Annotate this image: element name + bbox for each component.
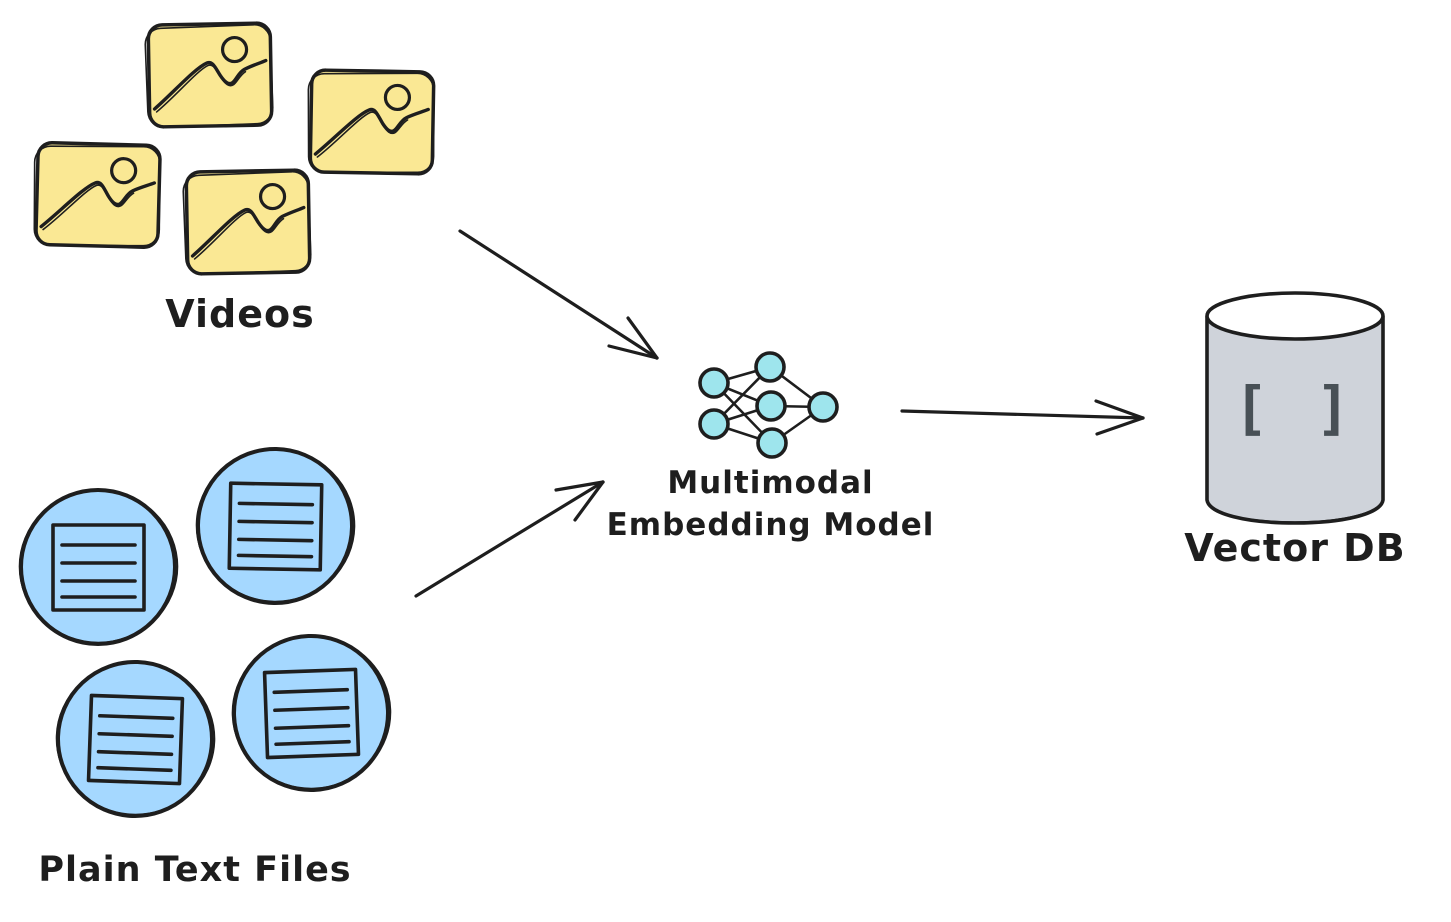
videos-label: Videos: [165, 292, 315, 336]
arrow-textfiles-to-model: [414, 480, 605, 598]
video-thumbnail-icon: [142, 21, 276, 130]
arrow-videos-to-model: [458, 229, 659, 360]
plain-text-files-icon-group: [17, 445, 394, 819]
vector-db-label: Vector DB: [1184, 526, 1406, 570]
arrow-model-to-db: [900, 399, 1145, 436]
embedding-model-label: Multimodal Embedding Model: [593, 462, 948, 546]
plain-text-files-label: Plain Text Files: [38, 850, 352, 890]
videos-icon-group: [30, 21, 438, 277]
text-file-icon: [17, 488, 180, 646]
text-file-icon: [193, 445, 358, 607]
video-thumbnail-icon: [30, 140, 164, 251]
text-file-icon: [54, 659, 217, 818]
video-thumbnail-icon: [304, 68, 438, 177]
text-file-icon: [230, 633, 393, 792]
embedding-model-label-line2: Embedding Model: [606, 507, 935, 543]
embedding-model-label-line1: Multimodal: [667, 465, 874, 501]
video-thumbnail-icon: [180, 168, 314, 277]
neural-network-icon: [698, 351, 839, 459]
database-icon: [1205, 291, 1385, 525]
vector-brackets-symbol: [ ]: [1233, 374, 1357, 442]
